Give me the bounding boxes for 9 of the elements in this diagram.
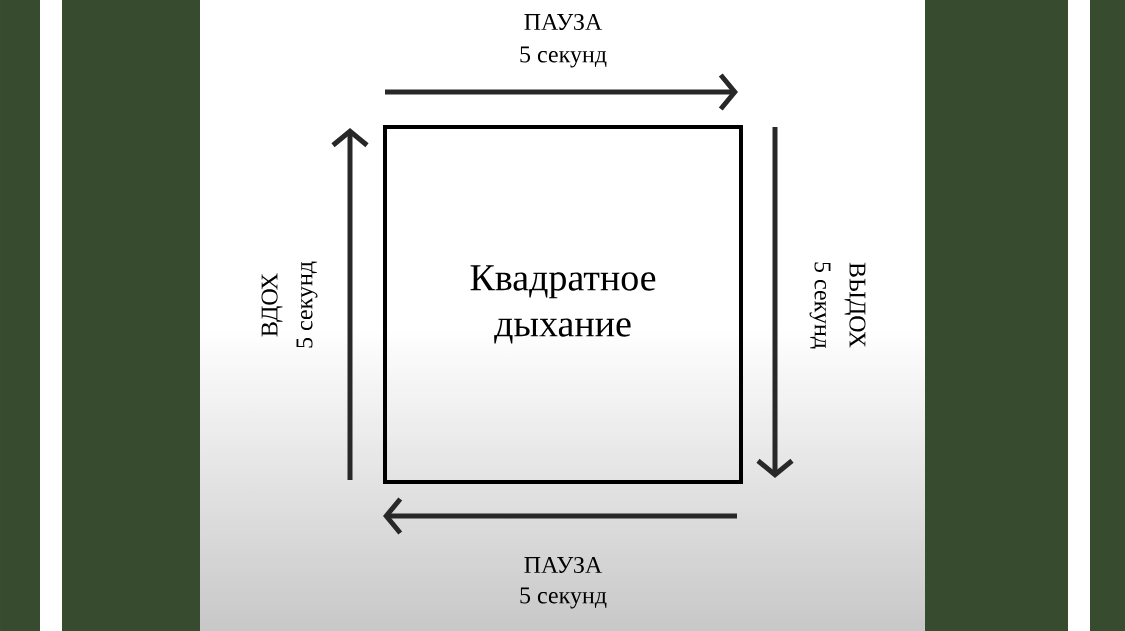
arrow-label: ВЫДОХ [844,262,866,348]
arrow-label: ВДОХ [261,273,283,337]
arrow-label: ПАУЗА [524,556,603,574]
arrow-label: 5 секунд [296,261,318,348]
arrow-label: 5 секунд [809,262,831,349]
arrow-label: 5 секунд [520,46,607,68]
square-box: Квадратное дыхание [383,125,743,484]
arrow-label: ПАУЗА [524,13,603,31]
arrow-label: 5 секунд [520,587,607,609]
